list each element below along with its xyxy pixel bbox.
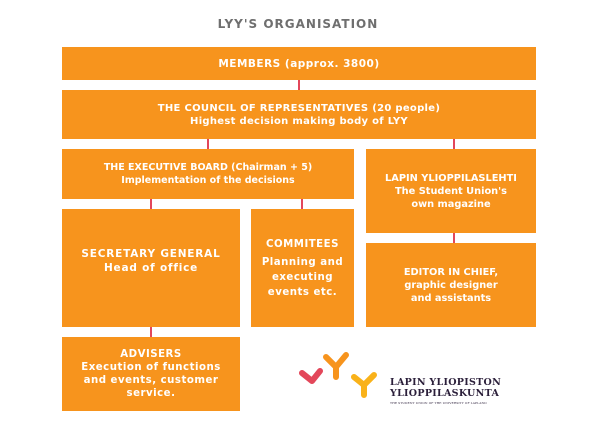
editor-line-3: and assistants: [410, 292, 492, 304]
logo-tagline: THE STUDENT UNION OF THE UNIVERSITY OF L…: [390, 401, 487, 405]
magazine-description-2: own magazine: [411, 198, 491, 210]
editor-box: EDITOR IN CHIEF, graphic designer and as…: [366, 243, 536, 327]
chart-title: LYY'S ORGANISATION: [217, 17, 379, 31]
secretary-general-box: SECRETARY GENERAL Head of office: [62, 209, 240, 327]
advisers-description-3: service.: [126, 388, 176, 399]
connector-members-council: [298, 80, 300, 90]
connector-council-exec: [207, 139, 209, 149]
committees-description-2: executing: [271, 271, 334, 283]
connector-exec-committees: [301, 199, 303, 209]
members-label: MEMBERS (approx. 3800): [218, 57, 380, 70]
editor-line-2: graphic designer: [404, 279, 498, 291]
logo-wordmark: LAPIN YLIOPISTON YLIOPPILASKUNTA THE STU…: [390, 377, 501, 405]
magazine-description-1: The Student Union's: [395, 185, 507, 197]
committees-description-1: Planning and: [261, 256, 344, 268]
council-title: THE COUNCIL OF REPRESENTATIVES (20 peopl…: [157, 102, 441, 114]
connector-magazine-editor: [453, 233, 455, 243]
magazine-box: LAPIN YLIOPPILASLEHTI The Student Union'…: [366, 149, 536, 233]
logo-line-2: YLIOPPILASKUNTA: [390, 388, 500, 399]
advisers-title: ADVISERS: [120, 349, 182, 360]
executive-board-description: Implementation of the decisions: [121, 175, 295, 186]
secretary-general-title: SECRETARY GENERAL: [81, 248, 221, 260]
connector-exec-secgen: [150, 199, 152, 209]
members-box: MEMBERS (approx. 3800): [62, 47, 536, 80]
advisers-description-2: and events, customer: [83, 375, 219, 386]
council-description: Highest decision making body of LYY: [190, 115, 408, 127]
logo-line-1: LAPIN YLIOPISTON: [390, 377, 502, 388]
committees-description-3: events etc.: [267, 286, 338, 298]
committees-title: COMMITEES: [266, 238, 339, 250]
connector-secgen-advisers: [150, 327, 152, 337]
magazine-title: LAPIN YLIOPPILASLEHTI: [385, 172, 517, 184]
editor-line-1: EDITOR IN CHIEF,: [403, 266, 499, 278]
committees-box: COMMITEES Planning and executing events …: [251, 209, 354, 327]
executive-board-title: THE EXECUTIVE BOARD (Chairman + 5): [103, 162, 313, 173]
advisers-description-1: Execution of functions: [81, 362, 221, 373]
council-box: THE COUNCIL OF REPRESENTATIVES (20 peopl…: [62, 90, 536, 139]
lyy-logo-icon: [299, 352, 377, 398]
connector-council-magazine: [453, 139, 455, 149]
executive-board-box: THE EXECUTIVE BOARD (Chairman + 5) Imple…: [62, 149, 354, 199]
advisers-box: ADVISERS Execution of functions and even…: [62, 337, 240, 411]
secretary-general-description: Head of office: [103, 262, 199, 274]
